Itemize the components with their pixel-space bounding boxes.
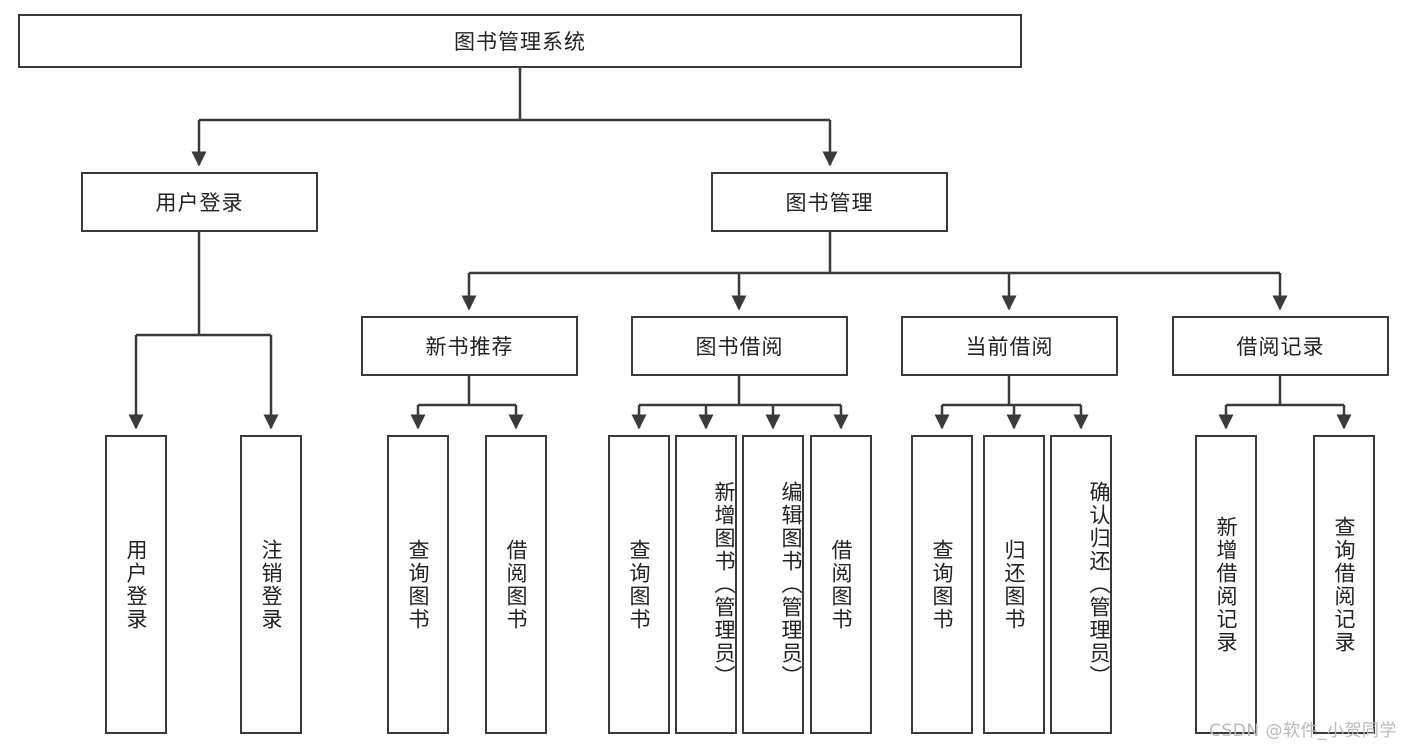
leaf-confirm-return-label: 确认归还（管理员）	[1087, 481, 1111, 688]
node-root-label: 图书管理系统	[454, 30, 586, 54]
leaf-query-borrow-record-label: 查询借阅记录	[1332, 515, 1357, 654]
leaf-user-login[interactable]: 用户登录	[105, 435, 167, 734]
leaf-user-logout-label: 注销登录	[259, 538, 284, 631]
leaf-query-book-current[interactable]: 查询图书	[911, 435, 973, 734]
leaf-add-book[interactable]: 新增图书（管理员）	[675, 435, 737, 734]
leaf-confirm-return[interactable]: 确认归还（管理员）	[1050, 435, 1112, 734]
leaf-query-book-recommend[interactable]: 查询图书	[387, 435, 449, 734]
leaf-return-book[interactable]: 归还图书	[983, 435, 1045, 734]
leaf-query-book-borrow-label: 查询图书	[627, 538, 652, 631]
leaf-edit-book-label: 编辑图书（管理员）	[779, 481, 803, 688]
node-book-manage-label: 图书管理	[785, 191, 874, 215]
leaf-user-login-label: 用户登录	[124, 538, 149, 631]
node-current-borrow-label: 当前借阅	[965, 335, 1054, 359]
node-book-borrow-label: 图书借阅	[695, 335, 784, 359]
watermark: CSDN @软件_小贺同学	[1209, 721, 1397, 741]
leaf-query-borrow-record[interactable]: 查询借阅记录	[1313, 435, 1375, 734]
node-book-manage[interactable]: 图书管理	[711, 172, 948, 232]
leaf-borrow-book-recommend[interactable]: 借阅图书	[485, 435, 547, 734]
leaf-user-logout[interactable]: 注销登录	[240, 435, 302, 734]
leaf-return-book-label: 归还图书	[1002, 538, 1027, 631]
leaf-add-book-label: 新增图书（管理员）	[712, 481, 736, 688]
leaf-borrow-book-label: 借阅图书	[829, 538, 854, 631]
node-user-login-label: 用户登录	[155, 191, 244, 215]
leaf-borrow-book[interactable]: 借阅图书	[810, 435, 872, 734]
leaf-borrow-book-recommend-label: 借阅图书	[504, 538, 529, 631]
leaf-edit-book[interactable]: 编辑图书（管理员）	[742, 435, 804, 734]
leaf-add-borrow-record[interactable]: 新增借阅记录	[1195, 435, 1257, 734]
node-borrow-record-label: 借阅记录	[1236, 335, 1325, 359]
leaf-query-book-borrow[interactable]: 查询图书	[608, 435, 670, 734]
leaf-query-book-recommend-label: 查询图书	[406, 538, 431, 631]
node-borrow-record[interactable]: 借阅记录	[1172, 316, 1389, 376]
node-new-book-recommend[interactable]: 新书推荐	[361, 316, 578, 376]
node-new-book-recommend-label: 新书推荐	[425, 335, 514, 359]
node-user-login[interactable]: 用户登录	[81, 172, 318, 232]
node-book-borrow[interactable]: 图书借阅	[631, 316, 848, 376]
node-root[interactable]: 图书管理系统	[18, 14, 1022, 68]
node-current-borrow[interactable]: 当前借阅	[901, 316, 1118, 376]
leaf-query-book-current-label: 查询图书	[930, 538, 955, 631]
leaf-add-borrow-record-label: 新增借阅记录	[1214, 515, 1239, 654]
